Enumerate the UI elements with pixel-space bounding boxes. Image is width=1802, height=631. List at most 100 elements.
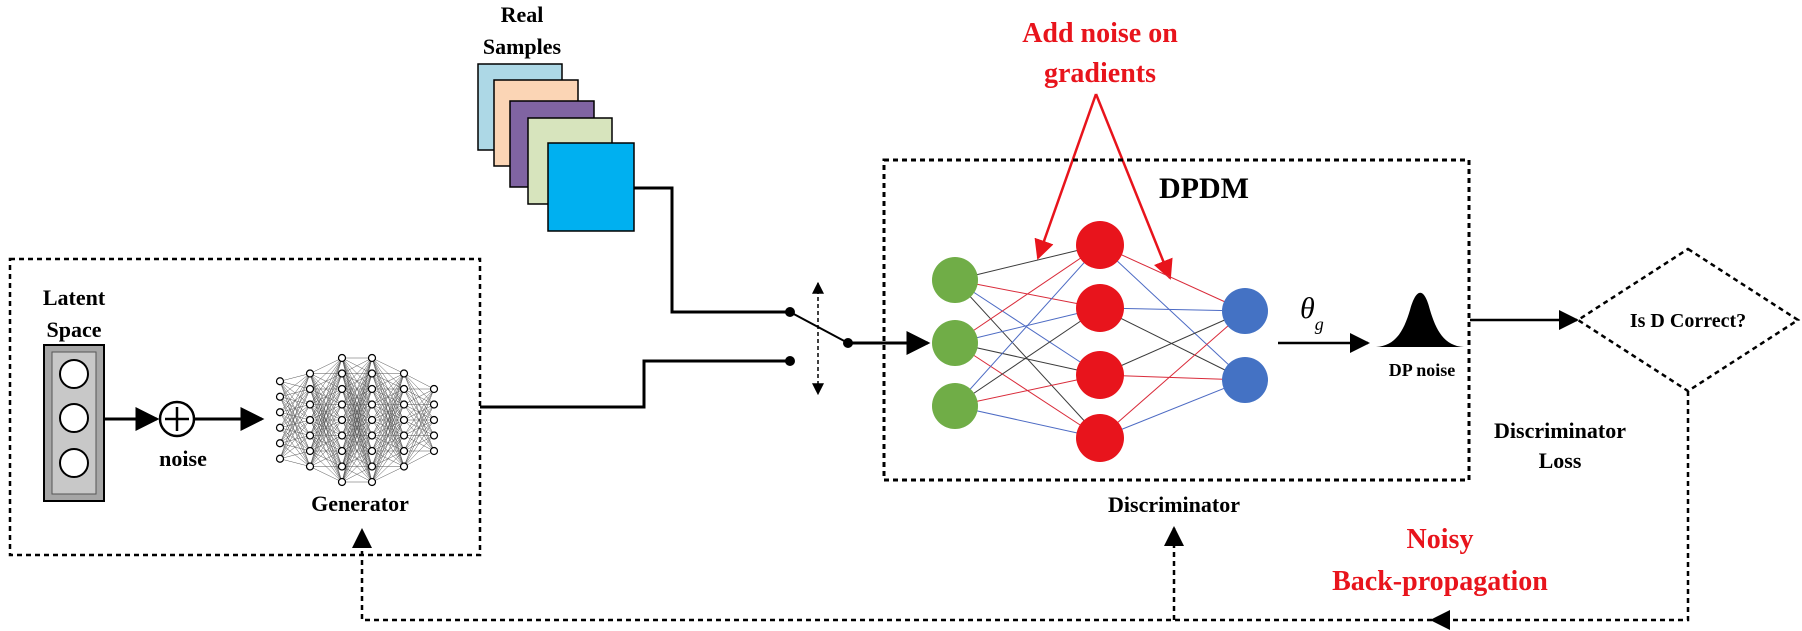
generator-edge — [341, 357, 373, 374]
generator-edge — [279, 373, 311, 459]
generator-node — [367, 353, 377, 363]
generator-edge — [341, 357, 373, 436]
generator-node — [337, 477, 347, 487]
generator-edge — [309, 450, 343, 467]
latent-node-2 — [59, 403, 89, 433]
generator-node — [367, 369, 377, 378]
discriminator-edge — [1099, 307, 1246, 312]
feedback-loop-line — [1430, 391, 1690, 630]
red-arrow-right — [1094, 93, 1173, 280]
generator-edge — [341, 357, 373, 405]
real-samples-label-2: Samples — [483, 34, 562, 59]
generator-node — [337, 384, 347, 394]
generator-node — [337, 446, 347, 456]
generator-edge — [371, 373, 405, 390]
discriminator-edge — [1099, 244, 1246, 312]
noise-label: noise — [159, 446, 207, 471]
generator-edge — [341, 404, 373, 483]
discriminator-loss-label-1: Discriminator — [1494, 418, 1626, 443]
discriminator-output-node — [1222, 288, 1268, 334]
generator-node — [429, 446, 439, 456]
generator-edge — [279, 373, 311, 444]
generator-node — [305, 400, 315, 409]
generator-edge — [371, 373, 405, 467]
generator-node — [337, 400, 347, 409]
generator-edge — [403, 435, 435, 467]
generator-edge — [279, 388, 311, 459]
generator-node — [305, 431, 315, 440]
generator-edge — [309, 466, 343, 483]
generator-node — [337, 415, 347, 425]
discriminator-edge — [1099, 310, 1246, 376]
noisy-backprop-label-1: Noisy — [1407, 524, 1474, 555]
discriminator-hidden-node — [1076, 221, 1124, 269]
generator-node — [399, 431, 409, 440]
generator-edge — [279, 373, 311, 428]
noise-add-icon — [158, 400, 196, 438]
dpdm-label: DPDM — [1159, 172, 1249, 205]
is-d-correct-label: Is D Correct? — [1630, 310, 1746, 332]
generator-network-icon — [275, 353, 439, 487]
generator-node — [305, 369, 315, 378]
discriminator-edge — [954, 279, 1101, 376]
generator-box — [8, 257, 482, 557]
generator-edge — [309, 419, 343, 467]
discriminator-edge — [954, 374, 1101, 407]
generator-edge — [371, 466, 405, 483]
generator-edge — [341, 450, 373, 483]
generator-node — [275, 439, 285, 448]
discriminator-input-node — [932, 383, 978, 429]
discriminator-output-node — [1222, 357, 1268, 403]
generator-edge — [403, 388, 435, 436]
discriminator-edge — [1099, 374, 1246, 381]
generator-edge — [279, 373, 311, 382]
generator-edge — [341, 435, 373, 483]
generator-edge — [341, 357, 373, 483]
generator-node — [399, 369, 409, 378]
generator-edge — [341, 419, 373, 483]
generator-edge — [309, 357, 343, 390]
discriminator-edge — [1099, 307, 1246, 381]
generator-edge — [371, 373, 405, 436]
generator-node — [367, 462, 377, 471]
discriminator-hidden-node — [1076, 351, 1124, 399]
generator-edge — [371, 357, 405, 374]
discriminator-label: Discriminator — [1108, 492, 1240, 517]
generator-node — [429, 384, 439, 394]
generator-edge — [371, 373, 405, 483]
theta-symbol: θg — [1300, 292, 1324, 334]
generator-edge — [371, 435, 405, 483]
generator-edge — [309, 435, 343, 467]
generator-edge — [371, 419, 405, 483]
discriminator-edge — [954, 342, 1101, 376]
generator-edge — [279, 373, 311, 413]
discriminator-input-node — [932, 320, 978, 366]
generator-node — [367, 446, 377, 456]
discriminator-edge — [1099, 379, 1246, 439]
generator-node — [367, 431, 377, 440]
generator-node — [305, 415, 315, 425]
generator-node — [367, 400, 377, 409]
generator-edge — [341, 357, 373, 452]
generator-node — [399, 415, 409, 425]
discriminator-hidden-node — [1076, 414, 1124, 462]
add-noise-label-1: Add noise on — [1022, 18, 1178, 49]
generator-edge — [403, 404, 435, 467]
generator-label: Generator — [311, 491, 409, 516]
red-arrow-left — [1034, 93, 1098, 260]
discriminator-edge — [954, 307, 1101, 407]
generator-edge — [309, 357, 343, 405]
discriminator-input-node — [932, 257, 978, 303]
discriminator-edge — [954, 244, 1101, 344]
latent-space-label-2: Space — [47, 317, 102, 342]
generator-edge — [403, 450, 435, 467]
generator-edge — [403, 388, 435, 452]
real-samples-stack — [477, 63, 635, 232]
dp-noise-gaussian-icon — [1376, 292, 1464, 347]
generator-edge — [341, 357, 373, 467]
generator-edge — [279, 450, 311, 459]
generator-edge — [279, 435, 311, 459]
discriminator-edge — [954, 244, 1101, 281]
generator-node — [367, 477, 377, 487]
generator-node — [367, 415, 377, 425]
